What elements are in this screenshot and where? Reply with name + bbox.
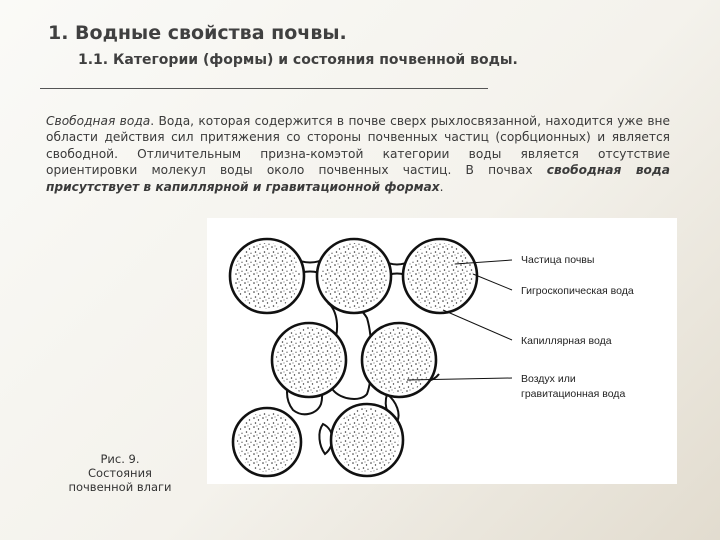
leader-line — [454, 259, 513, 265]
label-soil-particle: Частица почвы — [521, 254, 594, 266]
leader-line — [406, 377, 513, 381]
page-subtitle: 1.1. Категории (формы) и состояния почве… — [78, 52, 518, 68]
emphasis-text: свободная вода присутствует в капиллярно… — [46, 163, 670, 194]
soil-particle — [401, 237, 479, 315]
soil-particle — [228, 237, 306, 315]
caption-line: почвенной влаги — [68, 480, 172, 494]
caption-line: Состояния — [88, 466, 152, 480]
soil-particle — [329, 402, 405, 478]
page-title: 1. Водные свойства почвы. — [48, 22, 347, 44]
leader-lines — [406, 259, 513, 381]
soil-particle — [231, 406, 303, 478]
soil-particle — [270, 321, 348, 399]
diagram-svg: Частица почвы Гигроскопическая вода Капи… — [228, 237, 634, 478]
soil-particle — [360, 321, 438, 399]
leader-line — [442, 309, 513, 341]
label-hygroscopic-water: Гигроскопическая вода — [521, 285, 634, 297]
label-air-or: Воздух или — [521, 373, 576, 385]
divider — [40, 88, 488, 89]
label-capillary-water: Капиллярная вода — [521, 335, 612, 347]
leader-line — [472, 273, 513, 291]
soil-particles — [228, 237, 479, 478]
term-free-water: Свободная вода — [46, 114, 151, 128]
figure-caption: Рис. 9. Состояния почвенной влаги — [46, 452, 194, 494]
definition-text: . Вода, которая содержится в почве сверх… — [46, 114, 670, 178]
label-gravitational-water: гравитационная вода — [521, 388, 625, 400]
capillary-bridge — [318, 422, 334, 456]
soil-water-diagram: Частица почвы Гигроскопическая вода Капи… — [207, 218, 677, 484]
definition-paragraph: Свободная вода. Вода, которая содержится… — [46, 113, 670, 195]
soil-particle — [315, 237, 393, 315]
diagram-labels: Частица почвы Гигроскопическая вода Капи… — [521, 254, 634, 400]
paragraph-end: . — [439, 179, 444, 194]
caption-figure-number: Рис. 9. — [100, 452, 140, 466]
